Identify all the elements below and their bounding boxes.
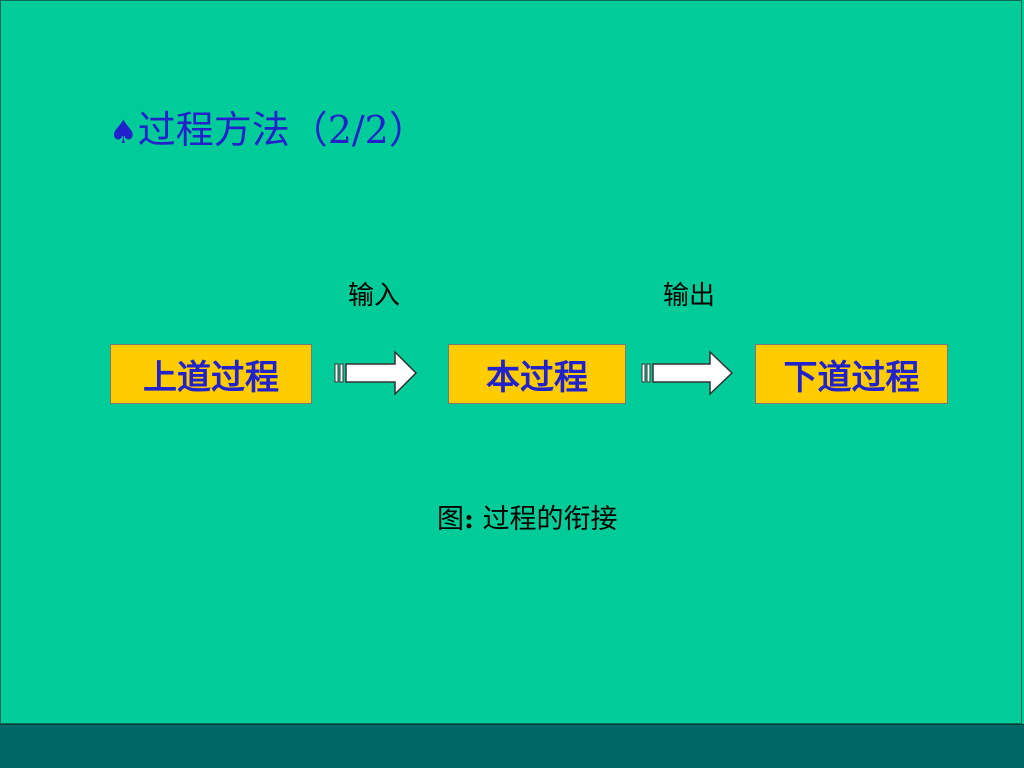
- input-label: 输入: [348, 281, 401, 311]
- arrow-right-icon: [334, 350, 418, 396]
- slide-title-text: 过程方法（2/2）: [137, 108, 427, 152]
- caption-prefix: 图: [437, 504, 464, 535]
- slide-title: ♠过程方法（2/2）: [109, 105, 427, 157]
- slide: ♠过程方法（2/2） 输入 输出 上道过程 本过程 下道过程 图: 过程的衔接: [0, 0, 1022, 724]
- arrow-right-icon: [641, 350, 734, 396]
- caption-colon: :: [464, 504, 474, 535]
- output-label: 输出: [663, 281, 716, 311]
- diagram-caption: 图: 过程的衔接: [437, 497, 618, 536]
- process-box-current: 本过程: [448, 344, 626, 404]
- spade-icon: ♠: [109, 113, 138, 151]
- caption-text: 过程的衔接: [482, 504, 618, 535]
- footer-bar: [0, 724, 1024, 768]
- process-box-previous: 上道过程: [110, 344, 312, 404]
- process-box-next: 下道过程: [755, 344, 948, 404]
